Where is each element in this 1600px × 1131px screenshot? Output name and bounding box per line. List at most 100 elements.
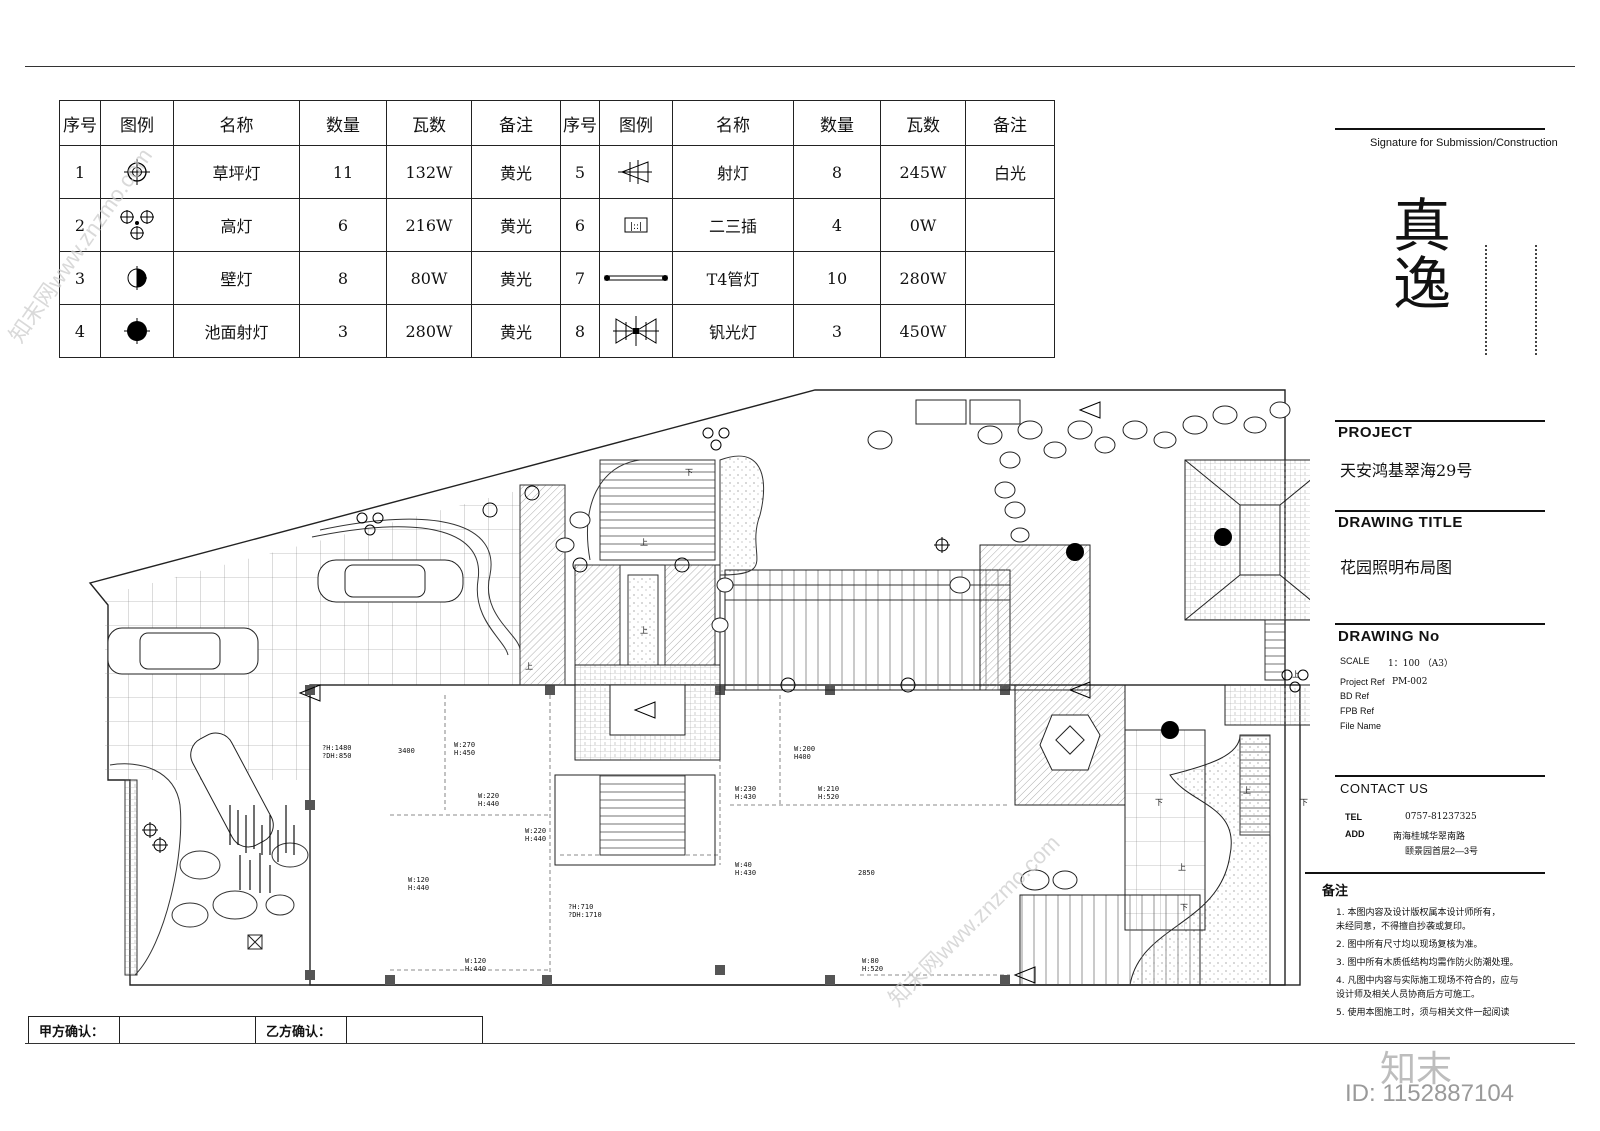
header-qty-2: 数量 xyxy=(793,100,881,146)
tel-label: TEL xyxy=(1345,812,1362,822)
svg-text:|::|: |::| xyxy=(630,222,642,232)
up-mark: 上 xyxy=(640,626,648,635)
address-line-2: 颐景园首层2—3号 xyxy=(1405,846,1479,856)
row-note xyxy=(965,304,1055,358)
row-qty: 11 xyxy=(299,145,387,199)
row-no: 1 xyxy=(59,145,101,199)
dim-label: H:430 xyxy=(735,793,756,801)
dimension-labels: ?H:1480 ?DH:850 W:270 H:450 3400 W:220 H… xyxy=(322,741,883,973)
row-note: 黄光 xyxy=(471,251,561,305)
row-name: 草坪灯 xyxy=(173,145,300,199)
legend-row: 4 池面射灯 3 280W 黄光 8 钒光灯 3 450W xyxy=(59,304,1055,358)
dim-label: H400 xyxy=(794,753,811,761)
row-note: 黄光 xyxy=(471,145,561,199)
fpb-ref-label: FPB Ref xyxy=(1340,706,1375,716)
row-watt: 80W xyxy=(386,251,472,305)
dim-label: W:120 xyxy=(465,957,486,965)
row-watt: 245W xyxy=(880,145,966,199)
header-name: 名称 xyxy=(173,100,300,146)
up-mark: 上 xyxy=(525,662,533,671)
header-icon: 图例 xyxy=(100,100,174,146)
row-name: 射灯 xyxy=(672,145,794,199)
party-a-label: 甲方确认： xyxy=(28,1016,120,1044)
header-icon-2: 图例 xyxy=(599,100,673,146)
header-no-2: 序号 xyxy=(560,100,600,146)
note-line: 4. 凡图中内容与实际施工现场不符合的，应与 xyxy=(1336,976,1519,986)
up-mark: 上 xyxy=(640,538,648,547)
row-no: 4 xyxy=(59,304,101,358)
dim-label: H:430 xyxy=(735,869,756,877)
note-line: 3. 图中所有木质低结构均需作防火防潮处理。 xyxy=(1336,958,1519,968)
signoff-table: 甲方确认： 乙方确认： xyxy=(28,1016,483,1044)
scale-value: 1：100 （A3） xyxy=(1388,659,1453,669)
dim-label: H:440 xyxy=(408,884,429,892)
title-divider xyxy=(1335,775,1545,777)
lawn-light-symbols xyxy=(142,537,950,853)
high-light-symbols xyxy=(356,427,1309,693)
row-watt: 0W xyxy=(880,198,966,252)
signature-line xyxy=(1335,128,1545,130)
down-mark: 下 xyxy=(1180,903,1188,912)
header-note: 备注 xyxy=(471,100,561,146)
title-divider xyxy=(1335,623,1545,625)
note-line: 1. 本图内容及设计版权属本设计师所有， xyxy=(1336,908,1501,918)
party-b-label: 乙方确认： xyxy=(255,1016,347,1044)
row-qty: 3 xyxy=(299,304,387,358)
header-watt-2: 瓦数 xyxy=(880,100,966,146)
dim-label: 2850 xyxy=(858,869,875,877)
dim-label: W:120 xyxy=(408,876,429,884)
watermark-brand: 知末 xyxy=(1380,1049,1453,1090)
lawn-light-icon xyxy=(100,145,174,199)
dim-label: 3400 xyxy=(398,747,415,755)
legend-row: 1 草坪灯 11 132W 黄光 5 射灯 8 245W 白光 xyxy=(59,145,1055,199)
dim-label: H:440 xyxy=(465,965,486,973)
row-note: 白光 xyxy=(965,145,1055,199)
note-line: 5. 使用本图施工时，须与相关文件一起阅读 xyxy=(1336,1008,1510,1018)
drawing-no-label: DRAWING No xyxy=(1338,628,1440,645)
title-divider xyxy=(1305,872,1545,874)
rock-garden xyxy=(171,842,309,928)
party-a-signature-field[interactable] xyxy=(119,1016,256,1044)
legend-header-row: 序号 图例 名称 数量 瓦数 备注 序号 图例 名称 数量 瓦数 备注 xyxy=(59,100,1055,146)
file-name-label: File Name xyxy=(1340,721,1382,731)
dim-label: H:440 xyxy=(478,800,499,808)
row-qty: 3 xyxy=(793,304,881,358)
address-line-1: 南海桂城华翠南路 xyxy=(1393,831,1466,841)
up-mark: 上 xyxy=(1243,786,1251,795)
dim-label: W:220 xyxy=(525,827,546,835)
wall-light-icon xyxy=(100,251,174,305)
row-note xyxy=(965,198,1055,252)
dim-label: W:220 xyxy=(478,792,499,800)
t4-tube-icon xyxy=(599,251,673,305)
row-name: 二三插 xyxy=(672,198,794,252)
top-border-line xyxy=(25,66,1575,67)
up-mark: 上 xyxy=(1292,670,1300,679)
row-watt: 216W xyxy=(386,198,472,252)
logo-decoration xyxy=(1535,245,1545,355)
row-no: 6 xyxy=(560,198,600,252)
header-note-2: 备注 xyxy=(965,100,1055,146)
header-qty: 数量 xyxy=(299,100,387,146)
row-qty: 8 xyxy=(793,145,881,199)
dim-label: W:230 xyxy=(735,785,756,793)
row-note: 黄光 xyxy=(471,304,561,358)
tel-value: 0757-81237325 xyxy=(1405,812,1477,822)
title-divider xyxy=(1335,510,1545,512)
dim-label: W:270 xyxy=(454,741,475,749)
row-note: 黄光 xyxy=(471,198,561,252)
dim-label: H:440 xyxy=(525,835,546,843)
spotlight-icon xyxy=(599,145,673,199)
party-b-signature-field[interactable] xyxy=(346,1016,483,1044)
bottom-border-line xyxy=(25,1043,1575,1044)
legend-row: 2 高灯 6 216W 黄光 6 |::| 二三插 4 0W xyxy=(59,198,1055,252)
row-qty: 6 xyxy=(299,198,387,252)
row-qty: 10 xyxy=(793,251,881,305)
scale-label: SCALE xyxy=(1340,656,1370,666)
contact-label: CONTACT US xyxy=(1340,781,1429,796)
dim-label: ?H:710 xyxy=(568,903,593,911)
lighting-legend-table: 序号 图例 名称 数量 瓦数 备注 序号 图例 名称 数量 瓦数 备注 1 草坪… xyxy=(59,100,1055,358)
dim-label: H:450 xyxy=(454,749,475,757)
row-qty: 4 xyxy=(793,198,881,252)
row-note xyxy=(965,251,1055,305)
halide-light-icon xyxy=(599,304,673,358)
